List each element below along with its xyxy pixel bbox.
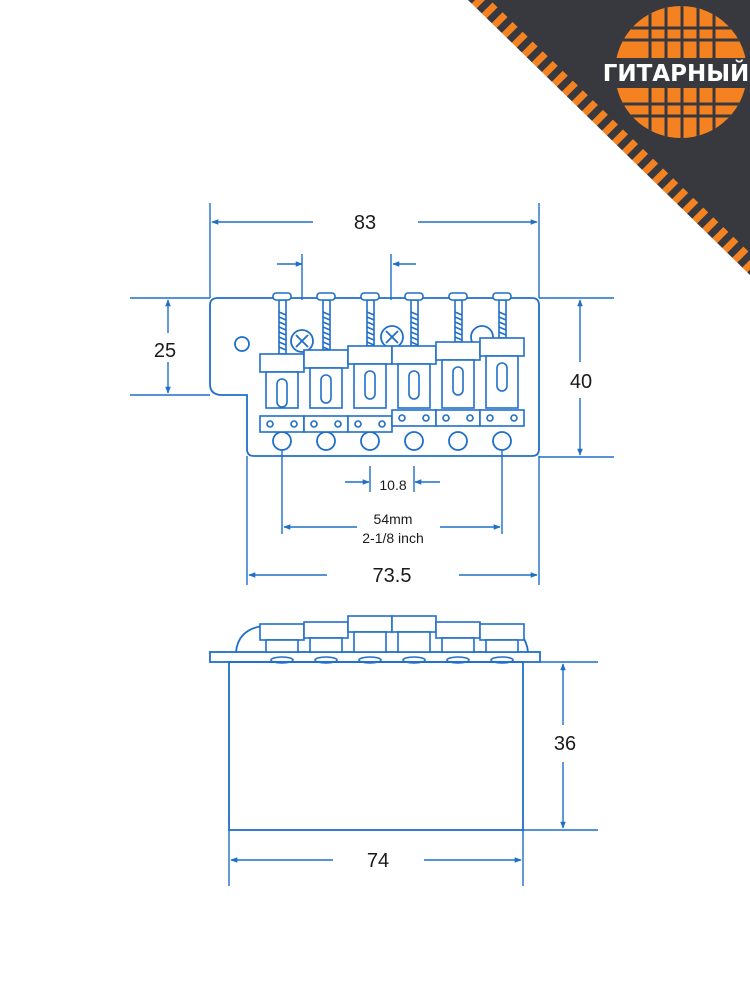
dim-top-width: 83 — [354, 212, 376, 234]
side-saddle — [259, 623, 305, 664]
side-saddle — [347, 615, 393, 664]
base-plate-outline — [209, 297, 540, 457]
tremolo-block — [228, 661, 524, 831]
side-saddle — [435, 621, 481, 664]
dimension-lines — [130, 203, 614, 886]
side-saddle — [391, 615, 437, 664]
saddle — [479, 292, 525, 427]
side-saddle — [303, 621, 349, 664]
saddle — [391, 292, 437, 427]
brand-name: ГИТАРНЫЙ — [603, 59, 750, 87]
dim-string-spacing-inch: 2-1/8 inch — [362, 530, 423, 546]
saddle — [347, 292, 393, 433]
dim-block-height: 36 — [554, 733, 576, 755]
dim-plate-height: 25 — [154, 340, 176, 362]
saddle — [303, 292, 349, 433]
dim-string-spacing-mm: 54mm — [374, 511, 413, 527]
dim-saddle-width: 10.8 — [379, 477, 406, 493]
brand-corner: ГИТАРНЫЙ — [468, 0, 750, 275]
dim-total-height: 40 — [570, 371, 592, 393]
saddle-group — [259, 292, 525, 433]
side-saddle — [479, 623, 525, 664]
dim-block-width: 74 — [367, 850, 389, 872]
saddle — [435, 292, 481, 427]
side-saddle-group — [259, 615, 525, 664]
dim-base-width: 73.5 — [373, 565, 412, 587]
saddle — [259, 292, 305, 433]
mount-hole — [234, 336, 250, 352]
